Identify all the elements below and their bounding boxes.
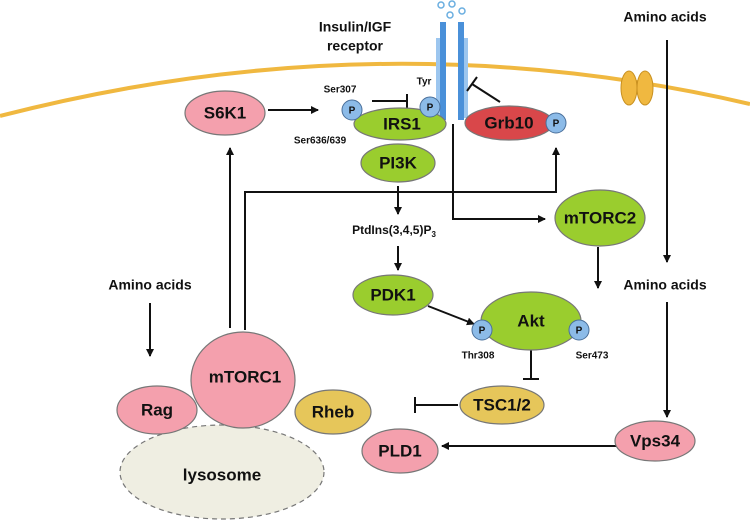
- amino-acid-transporter: [620, 70, 638, 106]
- amino-acid-transporter: [636, 70, 654, 106]
- svg-text:P: P: [479, 326, 486, 337]
- node-mtorc2: mTORC2: [554, 189, 646, 247]
- amino-acids-right-label: Amino acids: [623, 277, 706, 293]
- amino-acids-left-label: Amino acids: [108, 277, 191, 293]
- phospho-ser473: P: [568, 319, 590, 341]
- insulin-receptor: [436, 0, 468, 120]
- node-mtorc1: mTORC1: [190, 331, 296, 429]
- amino-acids-top-label: Amino acids: [623, 9, 706, 25]
- svg-text:Grb10: Grb10: [484, 113, 533, 132]
- tyr-label: Tyr: [417, 77, 432, 88]
- node-rag: Rag: [116, 385, 198, 435]
- svg-text:P: P: [427, 103, 434, 114]
- node-irs1: IRS1: [353, 107, 447, 141]
- svg-text:mTORC2: mTORC2: [564, 208, 636, 227]
- phospho-thr308: P: [471, 319, 493, 341]
- receptor-label-2: receptor: [327, 38, 384, 54]
- receptor-label-1: Insulin/IGF: [319, 19, 392, 35]
- svg-text:P: P: [576, 326, 583, 337]
- node-pi3k: PI3K: [360, 143, 436, 183]
- svg-text:PI3K: PI3K: [379, 153, 418, 172]
- node-akt: Akt: [480, 291, 582, 351]
- node-vps34: Vps34: [614, 420, 696, 462]
- node-s6k1: S6K1: [184, 90, 266, 136]
- svg-text:PDK1: PDK1: [370, 285, 415, 304]
- phospho-grb10: P: [545, 112, 567, 134]
- connectors: [146, 40, 671, 450]
- svg-text:P: P: [553, 119, 560, 130]
- svg-text:mTORC1: mTORC1: [209, 367, 281, 386]
- svg-text:Vps34: Vps34: [630, 431, 681, 450]
- node-pld1: PLD1: [361, 428, 439, 474]
- svg-text:Rag: Rag: [141, 400, 173, 419]
- svg-text:S6K1: S6K1: [204, 103, 247, 122]
- node-pdk1: PDK1: [352, 274, 434, 316]
- ser473-label: Ser473: [576, 351, 609, 362]
- node-rheb: Rheb: [294, 389, 372, 435]
- node-tsc: TSC1/2: [459, 385, 545, 425]
- svg-text:PLD1: PLD1: [378, 441, 421, 460]
- svg-text:lysosome: lysosome: [183, 465, 261, 484]
- node-grb10: Grb10: [464, 105, 554, 141]
- phospho-tyr: P: [419, 96, 441, 118]
- svg-text:Rheb: Rheb: [312, 402, 355, 421]
- ser307-label: Ser307: [324, 85, 357, 96]
- svg-text:P: P: [349, 106, 356, 117]
- thr308-label: Thr308: [462, 351, 495, 362]
- node-lysosome: lysosome: [119, 424, 325, 520]
- ser636-label: Ser636/639: [294, 136, 347, 147]
- svg-text:TSC1/2: TSC1/2: [473, 395, 531, 414]
- phospho-ser307: P: [341, 99, 363, 121]
- svg-text:IRS1: IRS1: [383, 114, 421, 133]
- ptdins-label: PtdIns(3,4,5)P3: [352, 223, 436, 239]
- svg-text:Akt: Akt: [517, 311, 545, 330]
